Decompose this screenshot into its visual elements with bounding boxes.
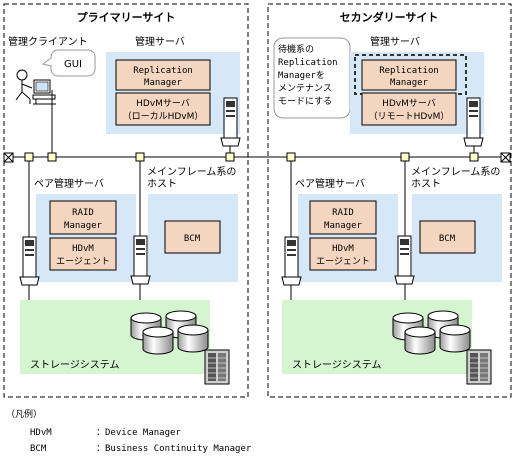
secondary-mainframe-label-1: メインフレーム系の xyxy=(411,166,500,178)
primary-replication-label-2: Manager xyxy=(144,78,183,88)
secondary-hdvm-agent-box: HDvM エージェント xyxy=(309,237,377,271)
gui-label: GUI xyxy=(64,59,82,70)
primary-storage-rack-icon xyxy=(204,349,230,385)
legend-abbr-bcm: BCM xyxy=(30,444,47,454)
client-user-icon xyxy=(15,69,33,104)
primary-storage-label: ストレージシステム xyxy=(30,359,120,371)
secondary-mainframe-label-2: ホスト xyxy=(411,178,441,190)
primary-raid-manager-box: RAID Manager xyxy=(49,200,117,235)
disk-icon xyxy=(142,326,174,355)
secondary-agent-label-2: エージェント xyxy=(316,257,370,267)
secondary-bcm-box: BCM xyxy=(419,220,476,254)
secondary-replication-label-1: Replication xyxy=(379,66,439,76)
primary-agent-label-2: エージェント xyxy=(56,257,110,267)
legend-abbr-hdvm: HDvM xyxy=(30,428,52,438)
secondary-replication-label-2: Manager xyxy=(390,78,429,88)
primary-raid-label-2: Manager xyxy=(64,221,103,231)
secondary-site-frame xyxy=(267,3,512,398)
secondary-management-server-label: 管理サーバ xyxy=(370,35,420,48)
secondary-hdvm-label-1: HDvMサーバ xyxy=(382,98,436,109)
gui-callout: GUI xyxy=(41,49,96,77)
disk-icon xyxy=(177,324,209,353)
primary-management-server-label: 管理サーバ xyxy=(135,35,185,48)
primary-mainframe-label-1: メインフレーム系の xyxy=(147,166,236,178)
secondary-replication-manager-box: Replication Manager xyxy=(361,59,457,91)
secondary-agent-label-1: HDvM xyxy=(332,244,354,254)
primary-disk-icons xyxy=(130,310,209,355)
primary-hdvm-label-2: （ローカルHDvM） xyxy=(123,111,204,122)
legend-desc-hdvm: ：Device Manager xyxy=(96,428,181,438)
primary-pair-server-icon xyxy=(19,236,40,286)
secondary-hdvm-server-box: HDvMサーバ （リモートHDvM） xyxy=(361,92,457,126)
primary-site-title: プライマリーサイト xyxy=(77,10,176,24)
primary-hdvm-agent-box: HDvM エージェント xyxy=(49,237,117,271)
client-pc-icon xyxy=(32,79,56,157)
primary-hdvm-server-box: HDvMサーバ （ローカルHDvM） xyxy=(115,92,211,126)
secondary-mainframe-icon xyxy=(394,235,415,285)
primary-replication-manager-box: Replication Manager xyxy=(115,59,211,91)
secondary-pair-server-icon xyxy=(281,236,302,286)
lan-terminator-left xyxy=(3,152,14,163)
secondary-hdvm-label-2: （リモートHDvM） xyxy=(369,111,450,122)
primary-mainframe-icon xyxy=(130,235,151,285)
callout-text-4: メンテナンス xyxy=(278,83,332,94)
primary-bcm-box: BCM xyxy=(164,220,221,254)
primary-mainframe-label-2: ホスト xyxy=(147,178,177,190)
primary-bcm-label: BCM xyxy=(184,234,201,244)
secondary-raid-label-2: Manager xyxy=(324,221,363,231)
maintenance-mode-callout: 待機系の Replication Managerを メンテナンス モードにする xyxy=(273,37,351,119)
secondary-management-server-icon xyxy=(463,97,484,147)
primary-pair-server-label: ペア管理サーバ xyxy=(34,177,104,190)
secondary-raid-label-1: RAID xyxy=(332,208,354,218)
callout-text-1: 待機系の xyxy=(278,43,314,55)
legend-title: （凡例） xyxy=(6,408,42,420)
secondary-pair-server-label: ペア管理サーバ xyxy=(295,177,365,190)
callout-text-2: Replication xyxy=(278,58,338,68)
primary-site-frame xyxy=(3,3,249,398)
primary-agent-label-1: HDvM xyxy=(72,244,94,254)
callout-text-3: Managerを xyxy=(278,70,325,81)
legend-desc-bcm: ：Business Continuity Manager xyxy=(96,444,252,454)
primary-raid-label-1: RAID xyxy=(72,208,94,218)
primary-hdvm-label-1: HDvMサーバ xyxy=(136,98,190,109)
management-client-label: 管理クライアント xyxy=(8,35,88,48)
disk-icon xyxy=(439,324,471,353)
secondary-bcm-label: BCM xyxy=(439,234,456,244)
lan-terminator-right xyxy=(500,152,511,163)
primary-management-server-icon xyxy=(220,97,241,147)
secondary-raid-manager-box: RAID Manager xyxy=(309,200,377,235)
lan-connectors xyxy=(24,152,479,162)
disk-icon xyxy=(404,326,436,355)
callout-text-5: モードにする xyxy=(278,96,332,107)
secondary-storage-rack-icon xyxy=(466,349,492,385)
primary-replication-label-1: Replication xyxy=(133,66,193,76)
secondary-storage-label: ストレージシステム xyxy=(292,359,382,371)
secondary-disk-icons xyxy=(392,310,471,355)
primary-storage-links xyxy=(28,284,141,300)
secondary-storage-links xyxy=(290,284,406,300)
secondary-site-title: セカンダリーサイト xyxy=(340,10,439,24)
